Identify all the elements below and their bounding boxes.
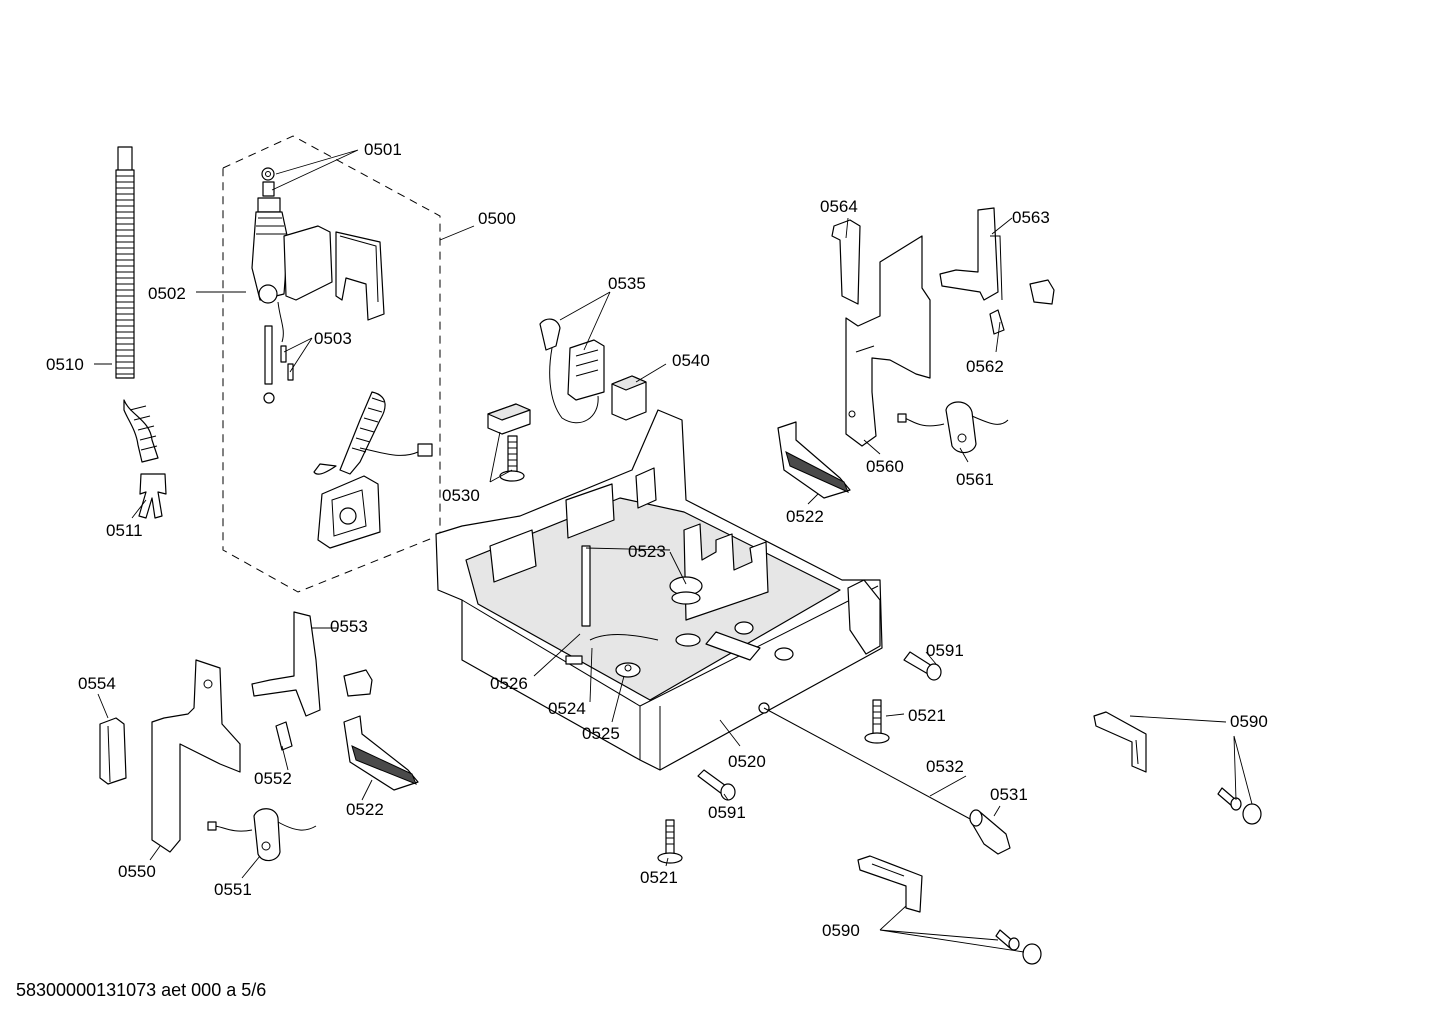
label-0511: 0511 bbox=[106, 521, 143, 540]
part-0591-screw-bottom bbox=[697, 769, 736, 801]
part-0591-screw-right bbox=[903, 651, 942, 681]
part-0500-lower-bracket bbox=[317, 475, 381, 549]
label-0521-bottom: 0521 bbox=[640, 868, 678, 887]
part-0503-hose-assembly bbox=[313, 391, 433, 475]
label-0525: 0525 bbox=[582, 724, 620, 743]
leader-lines bbox=[94, 149, 1253, 953]
part-0562-clip bbox=[989, 309, 1005, 335]
part-0520-base-tub bbox=[435, 409, 883, 771]
part-0531-knob bbox=[969, 809, 1011, 855]
part-0553-hinge bbox=[251, 611, 321, 717]
part-0563-clip-small bbox=[1029, 279, 1055, 305]
part-0590-screw-bottom bbox=[995, 929, 1042, 965]
part-0563-hinge bbox=[939, 207, 1003, 301]
label-0562: 0562 bbox=[966, 357, 1004, 376]
part-0552-clip bbox=[275, 721, 293, 751]
label-0531: 0531 bbox=[990, 785, 1028, 804]
part-0540-filter-block bbox=[611, 375, 647, 421]
label-0535: 0535 bbox=[608, 274, 646, 293]
label-0530: 0530 bbox=[442, 486, 480, 505]
label-0510: 0510 bbox=[46, 355, 84, 374]
part-0590-rail-right bbox=[1093, 711, 1147, 773]
part-labels: 0501 0500 0502 0503 0510 0511 0535 0540 … bbox=[46, 140, 1268, 940]
part-0502-aquastop-valve bbox=[251, 167, 385, 404]
label-0502: 0502 bbox=[148, 284, 186, 303]
label-0550: 0550 bbox=[118, 862, 156, 881]
part-0590-rail-bottom bbox=[857, 855, 923, 913]
label-0590-right: 0590 bbox=[1230, 712, 1268, 731]
part-0560-bracket bbox=[845, 235, 931, 447]
part-0530-sensor bbox=[487, 403, 531, 482]
label-0552: 0552 bbox=[254, 769, 292, 788]
label-0524: 0524 bbox=[548, 699, 586, 718]
label-0564: 0564 bbox=[820, 197, 858, 216]
part-0590-screw-right bbox=[1217, 787, 1262, 825]
label-0532: 0532 bbox=[926, 757, 964, 776]
label-0503: 0503 bbox=[314, 329, 352, 348]
part-0564-clip bbox=[831, 219, 861, 305]
part-0551-switch bbox=[207, 808, 317, 862]
part-0522-spring-left bbox=[343, 715, 419, 791]
label-0500: 0500 bbox=[478, 209, 516, 228]
label-0561: 0561 bbox=[956, 470, 994, 489]
label-0553: 0553 bbox=[330, 617, 368, 636]
part-0535-cable-connector bbox=[539, 318, 605, 424]
part-0521-screw-right bbox=[864, 699, 890, 744]
label-0523: 0523 bbox=[628, 542, 666, 561]
part-0522-spring-right bbox=[777, 421, 851, 499]
part-0561-switch bbox=[897, 401, 1009, 454]
label-0590-bottom: 0590 bbox=[822, 921, 860, 940]
part-0553-clip-small bbox=[343, 669, 373, 697]
part-0550-bracket bbox=[151, 659, 241, 853]
label-0591-right: 0591 bbox=[926, 641, 964, 660]
label-0563: 0563 bbox=[1012, 208, 1050, 227]
label-0522-left: 0522 bbox=[346, 800, 384, 819]
label-0554: 0554 bbox=[78, 674, 116, 693]
label-0521-right: 0521 bbox=[908, 706, 946, 725]
label-0520: 0520 bbox=[728, 752, 766, 771]
label-0501: 0501 bbox=[364, 140, 402, 159]
part-0554-clip bbox=[99, 717, 127, 785]
label-0522-right: 0522 bbox=[786, 507, 824, 526]
part-0532-rod bbox=[763, 707, 973, 821]
part-0521-screw-bottom bbox=[657, 819, 683, 864]
label-0551: 0551 bbox=[214, 880, 252, 899]
label-0560: 0560 bbox=[866, 457, 904, 476]
label-0526: 0526 bbox=[490, 674, 528, 693]
part-0511-hose-clip bbox=[138, 473, 167, 519]
part-0510-drain-hose bbox=[115, 146, 159, 463]
label-0591-bottom: 0591 bbox=[708, 803, 746, 822]
label-0540: 0540 bbox=[672, 351, 710, 370]
document-id-footer: 58300000131073 aet 000 a 5/6 bbox=[16, 980, 267, 1000]
